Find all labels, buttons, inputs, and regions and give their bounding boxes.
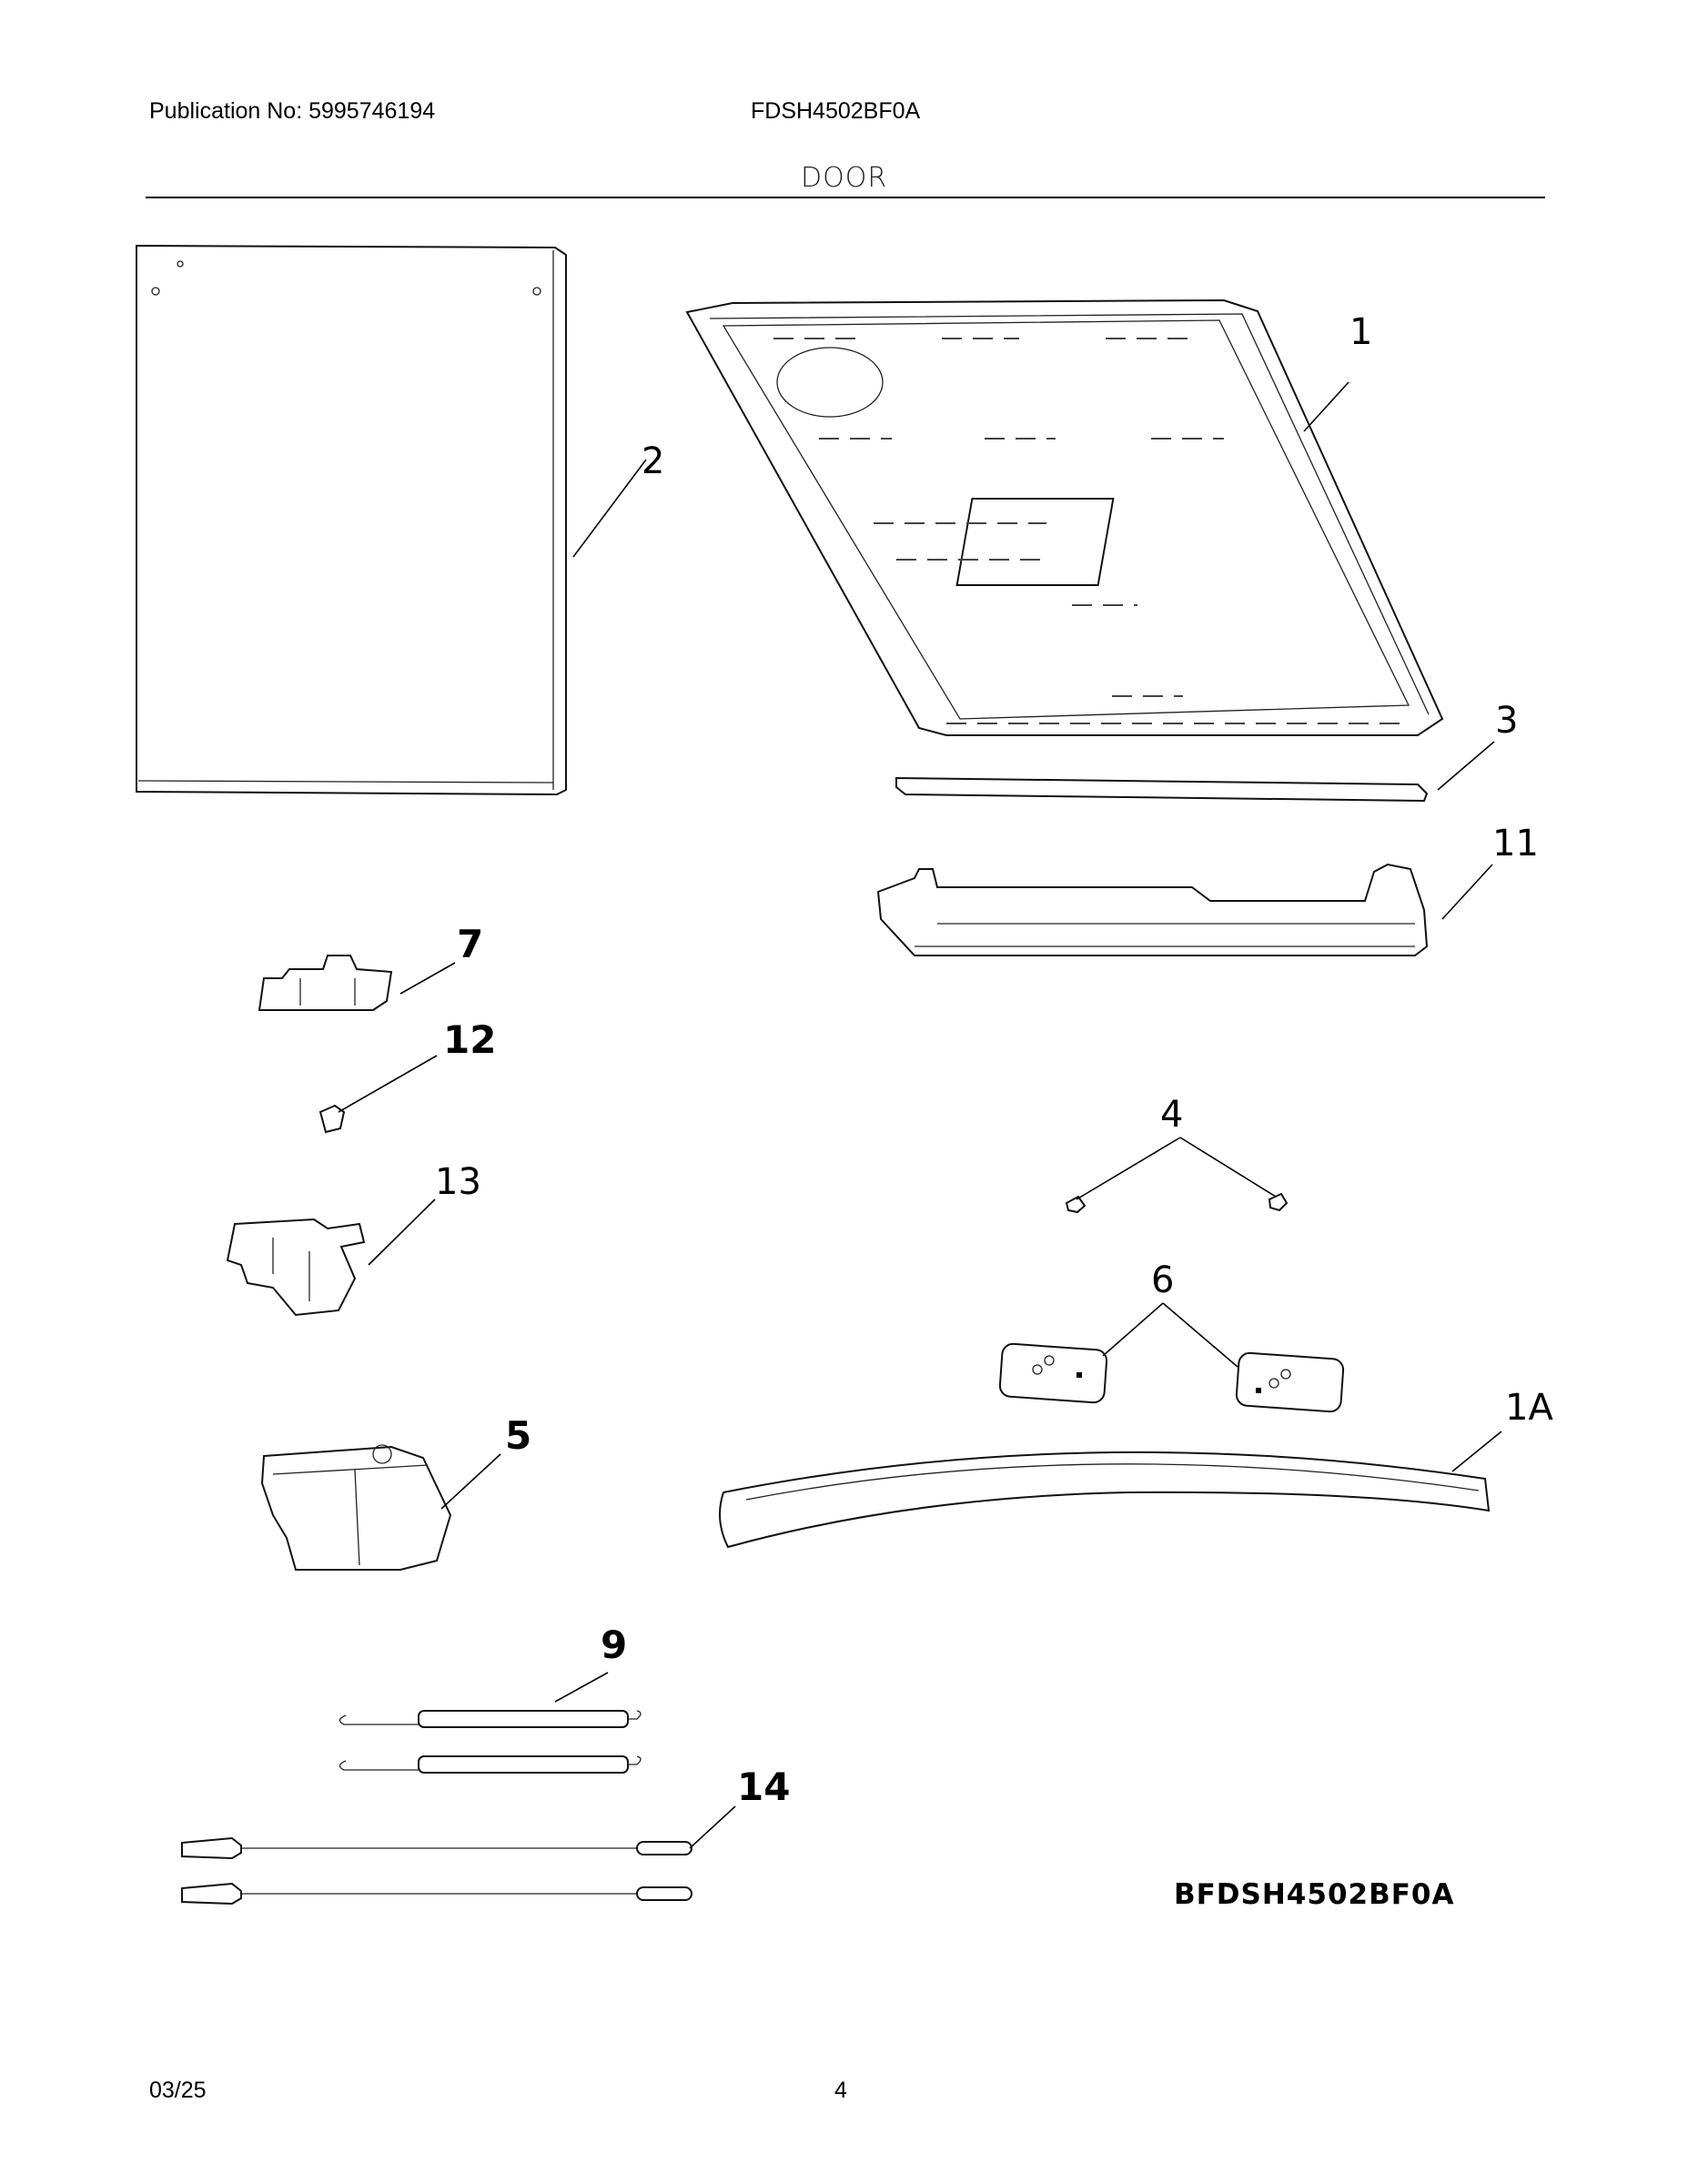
header-divider xyxy=(146,197,1545,198)
inner-door-tub xyxy=(685,298,1444,736)
publication-number: Publication No: 5995746194 xyxy=(149,98,436,124)
leader-lines xyxy=(338,381,1502,1849)
callout-12: 12 xyxy=(443,1017,496,1062)
callout-5: 5 xyxy=(505,1413,531,1458)
diagram-code: BFDSH4502BF0A xyxy=(1174,1878,1454,1911)
outer-door-panel xyxy=(136,244,567,796)
door-cables xyxy=(181,1836,692,1906)
small-clip xyxy=(318,1104,346,1134)
door-gasket-strip xyxy=(895,776,1429,803)
detergent-dispenser xyxy=(260,1444,452,1571)
model-number: FDSH4502BF0A xyxy=(751,98,921,124)
callout-11: 11 xyxy=(1492,823,1539,864)
screws xyxy=(1065,1192,1289,1214)
callout-13: 13 xyxy=(435,1161,481,1203)
page-number: 4 xyxy=(834,2078,847,2103)
callout-14: 14 xyxy=(737,1764,790,1809)
callout-1: 1 xyxy=(1349,311,1372,353)
callout-7: 7 xyxy=(457,922,483,966)
bracket-part xyxy=(258,955,393,1011)
door-springs xyxy=(339,1710,642,1774)
callout-2: 2 xyxy=(642,440,664,482)
callout-9: 9 xyxy=(601,1623,627,1667)
door-bottom-trim xyxy=(876,863,1429,956)
callout-3: 3 xyxy=(1495,700,1518,742)
section-title: DOOR xyxy=(801,162,888,194)
door-pads xyxy=(998,1342,1345,1413)
footer-date: 03/25 xyxy=(149,2078,207,2103)
callout-4: 4 xyxy=(1160,1094,1183,1136)
door-handle xyxy=(719,1451,1491,1549)
callout-6: 6 xyxy=(1151,1259,1174,1301)
callout-1a: 1A xyxy=(1505,1387,1553,1429)
door-latch-assembly xyxy=(226,1218,366,1317)
